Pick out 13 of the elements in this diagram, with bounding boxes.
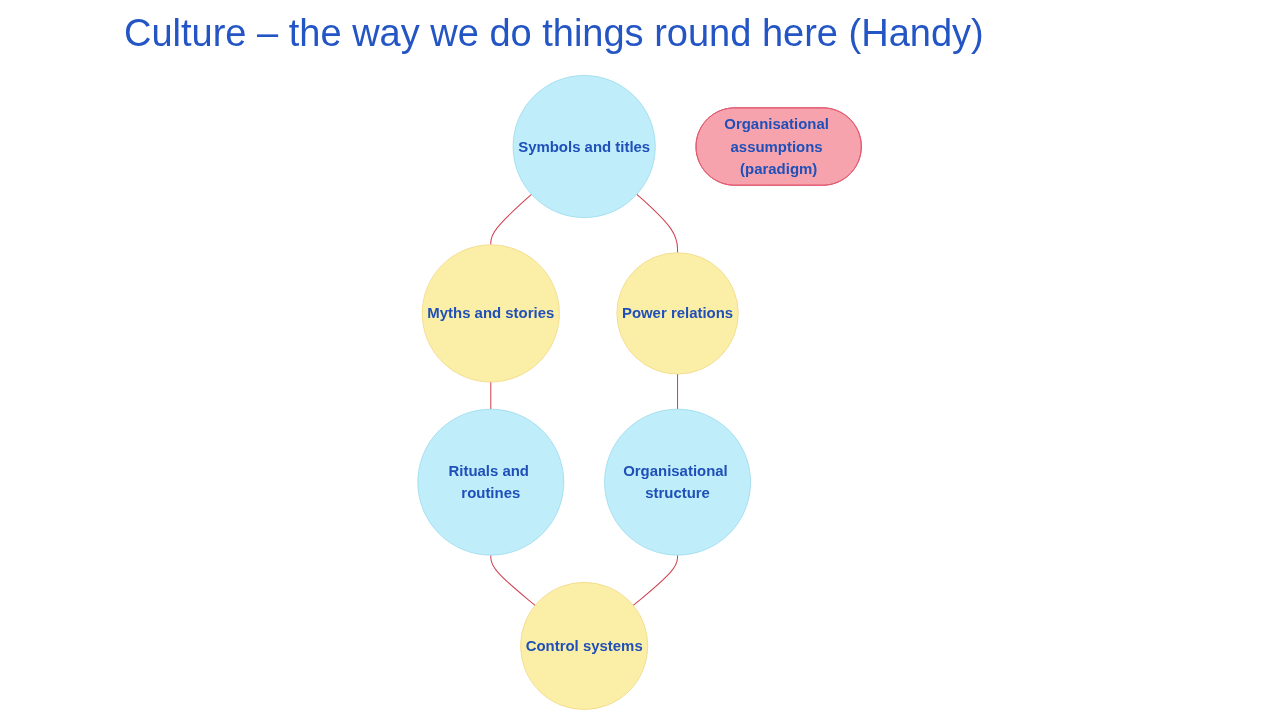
connector	[636, 193, 679, 254]
connector	[490, 381, 492, 410]
slide-title: Culture – the way we do things round here (Handy)	[124, 12, 984, 55]
node-circle: Control systems	[520, 582, 649, 710]
connector	[677, 373, 679, 410]
connector	[490, 193, 533, 246]
node-circle: Organisational structure	[604, 408, 752, 556]
connector	[490, 554, 537, 606]
node-circle: Rituals and routines	[417, 408, 565, 556]
node-circle: Power relations	[616, 252, 740, 375]
connector	[633, 554, 679, 606]
node-circle: Myths and stories	[422, 244, 561, 383]
node-circle: Symbols and titles	[513, 75, 657, 218]
